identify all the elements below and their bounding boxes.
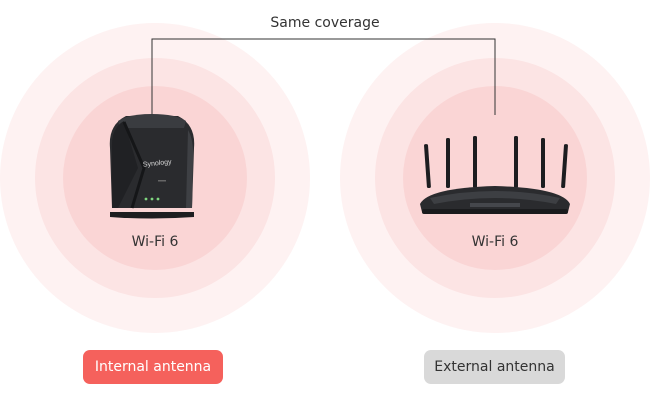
right-ring-inner	[403, 86, 587, 270]
router-brand-logo: Synology	[143, 159, 173, 169]
router-internal-antenna-icon	[109, 114, 195, 219]
external-antenna-button[interactable]: External antenna	[424, 350, 565, 384]
router-external-antenna-icon	[420, 136, 570, 214]
right-router-label: Wi-Fi 6	[471, 234, 519, 250]
coverage-bracket	[151, 38, 496, 115]
right-coverage-rings	[340, 23, 650, 333]
internal-antenna-button[interactable]: Internal antenna	[83, 350, 223, 384]
coverage-label: Same coverage	[270, 15, 380, 31]
left-router-label: Wi-Fi 6	[131, 234, 179, 250]
